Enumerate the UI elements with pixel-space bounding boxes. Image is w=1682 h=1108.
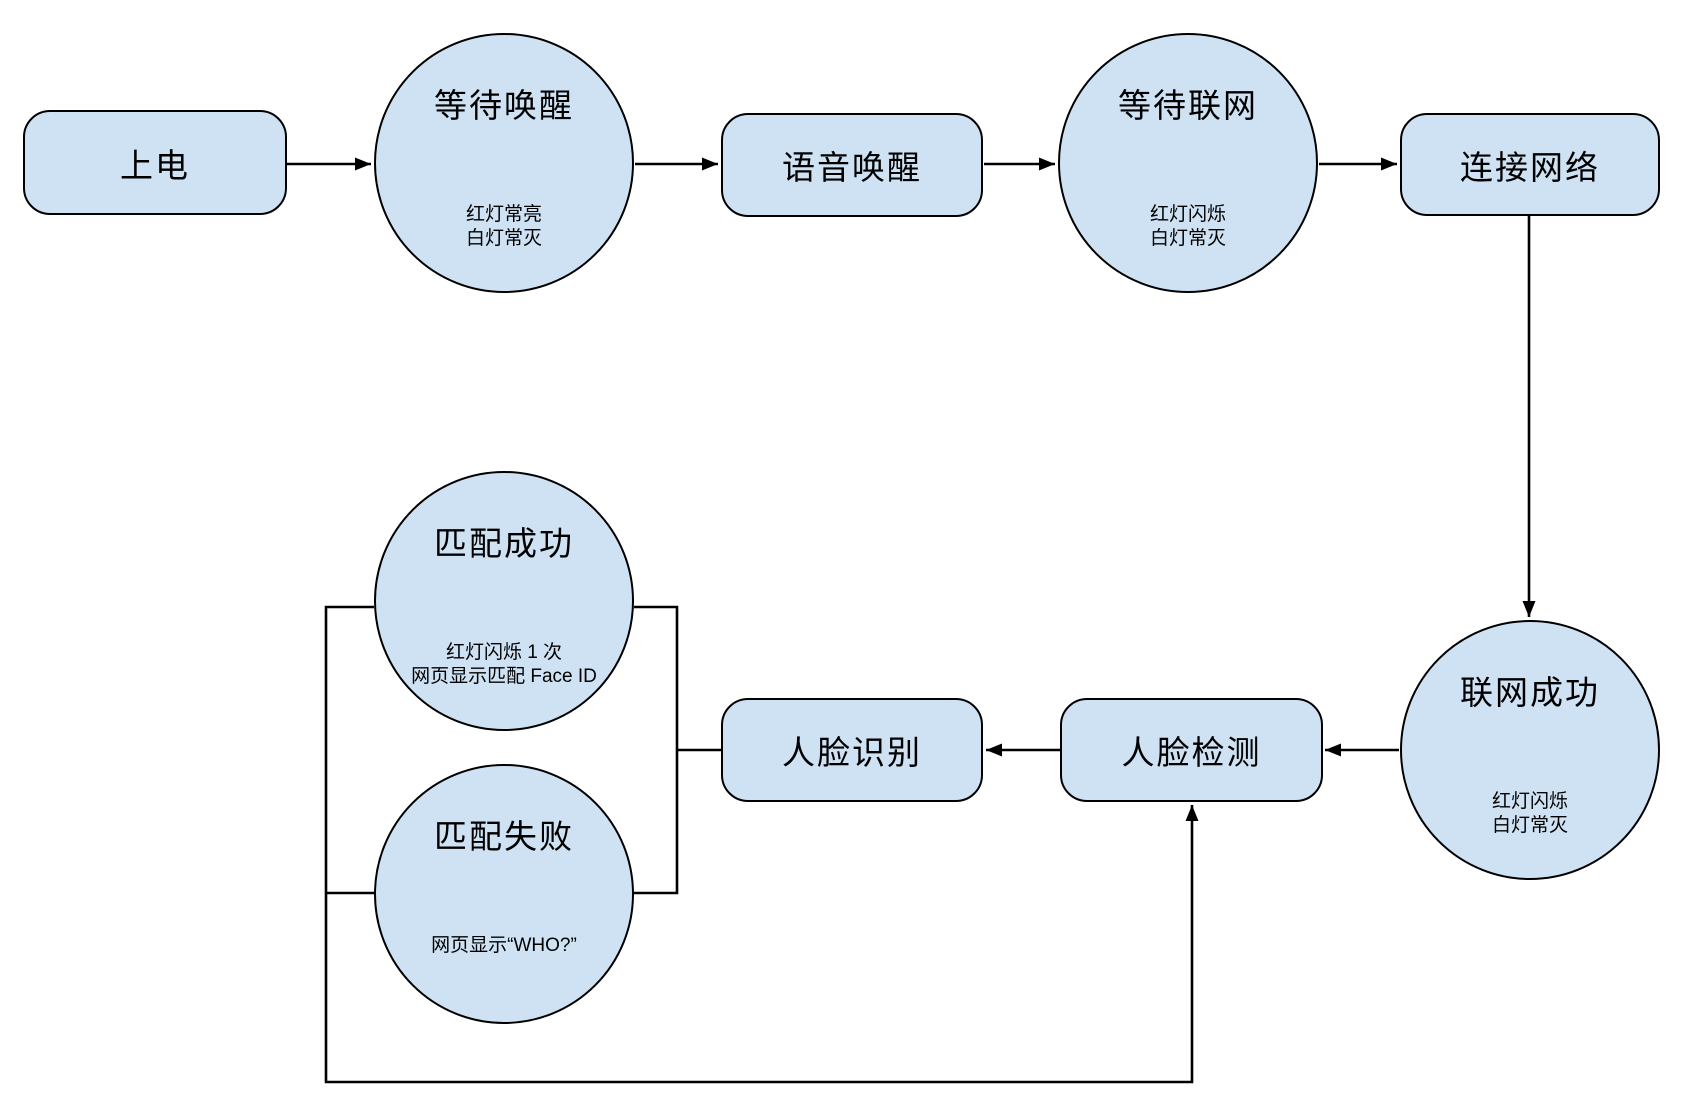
node-match-fail: 匹配失败 网页显示“WHO?” (374, 764, 634, 1024)
node-voice-wake: 语音唤醒 (721, 113, 983, 217)
node-match-fail-status: 网页显示“WHO?” (431, 935, 577, 956)
edge-match-loopback (324, 605, 1199, 1084)
node-network-success-label: 联网成功 (1460, 674, 1600, 711)
node-face-recognize-label: 人脸识别 (782, 734, 922, 771)
node-connect-network-label: 连接网络 (1460, 148, 1600, 186)
node-face-detect: 人脸检测 (1060, 698, 1323, 802)
node-match-fail-label: 匹配失败 (434, 818, 574, 855)
node-power-on: 上电 (23, 110, 287, 215)
node-wait-wake-status: 红灯常亮 白灯常灭 (465, 204, 542, 249)
node-match-success-label: 匹配成功 (434, 525, 574, 562)
node-wait-network-label: 等待联网 (1118, 87, 1258, 124)
node-connect-network: 连接网络 (1400, 113, 1660, 216)
node-wait-network: 等待联网 红灯闪烁 白灯常灭 (1058, 33, 1318, 293)
node-wait-wake-label: 等待唤醒 (434, 87, 574, 124)
node-network-success-status: 红灯闪烁 白灯常灭 (1491, 791, 1568, 836)
node-power-on-label: 上电 (120, 146, 190, 184)
node-match-success-status: 红灯闪烁 1 次 网页显示匹配 Face ID (411, 642, 597, 687)
node-face-recognize: 人脸识别 (721, 698, 983, 802)
node-voice-wake-label: 语音唤醒 (782, 149, 922, 186)
node-wait-wake: 等待唤醒 红灯常亮 白灯常灭 (374, 33, 634, 293)
node-match-success: 匹配成功 红灯闪烁 1 次 网页显示匹配 Face ID (374, 471, 634, 731)
node-face-detect-label: 人脸检测 (1121, 734, 1262, 771)
node-network-success: 联网成功 红灯闪烁 白灯常灭 (1400, 620, 1660, 880)
node-wait-network-status: 红灯闪烁 白灯常灭 (1149, 204, 1226, 249)
